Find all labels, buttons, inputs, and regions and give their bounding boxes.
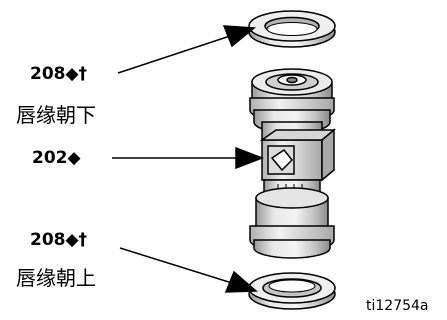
figure-id: ti12754a bbox=[366, 298, 429, 314]
bottom-seal-ring bbox=[248, 272, 336, 310]
body-part-number: 202◆ bbox=[32, 148, 81, 168]
top-seal-orientation-note: 唇缘朝下 bbox=[16, 103, 96, 127]
top-seal-ring bbox=[248, 10, 336, 48]
bottom-seal-orientation-note: 唇缘朝上 bbox=[16, 266, 96, 290]
top-seal-part-number: 208◆† bbox=[30, 64, 88, 84]
leader-arrows bbox=[112, 25, 265, 293]
bottom-seal-part-number: 208◆† bbox=[30, 230, 88, 250]
valve-body bbox=[249, 68, 337, 259]
